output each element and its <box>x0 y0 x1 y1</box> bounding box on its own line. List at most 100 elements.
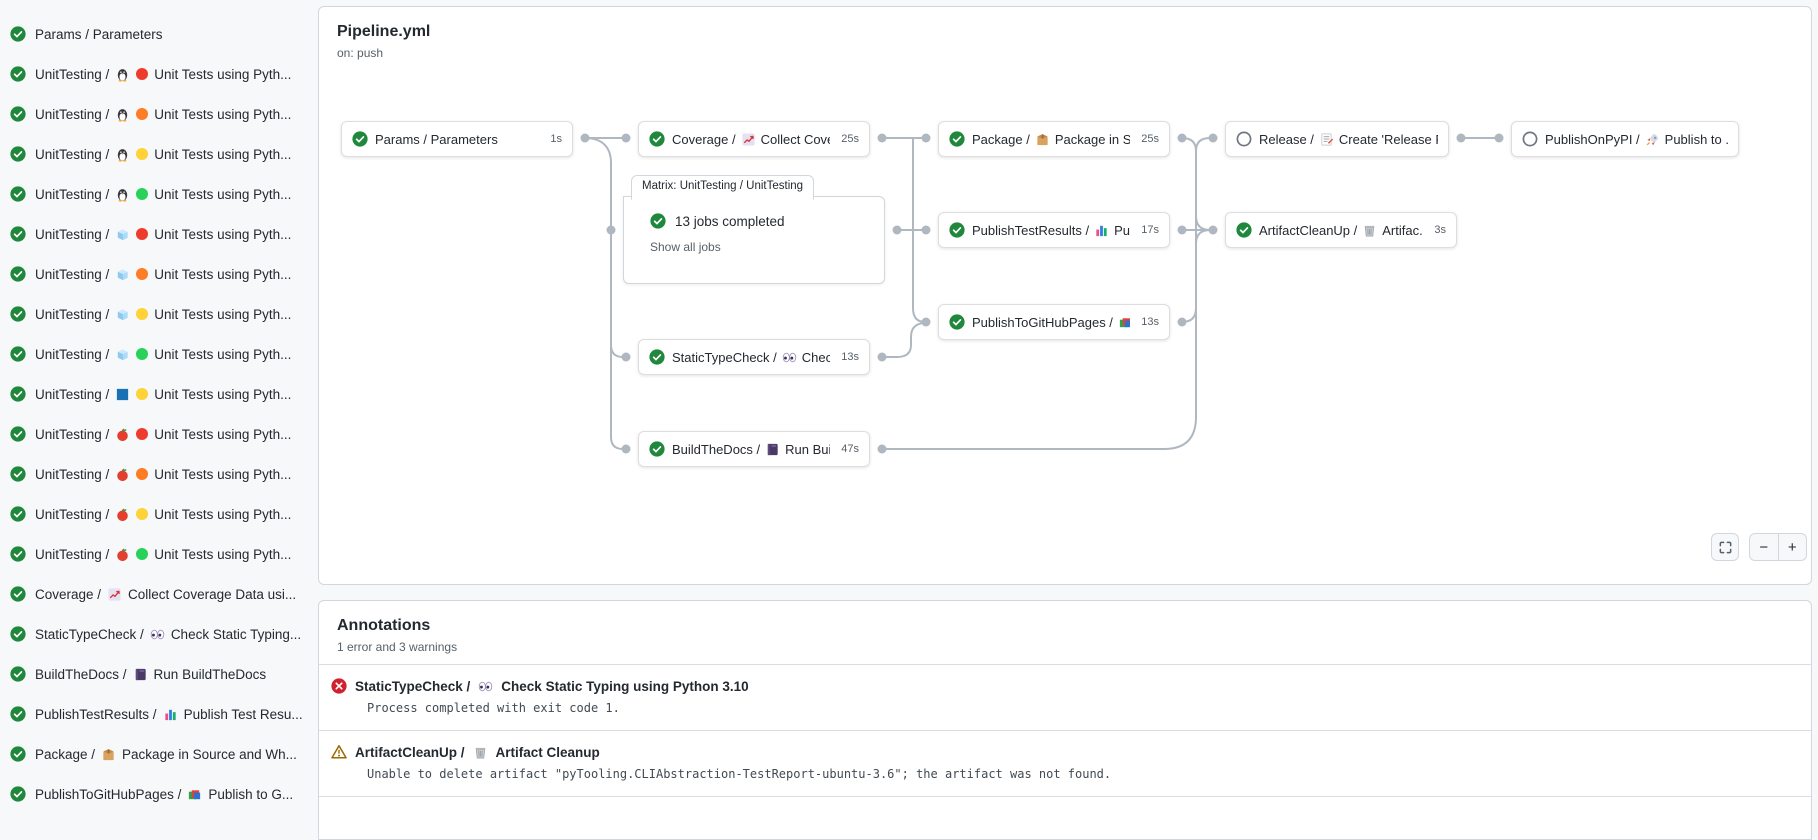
sidebar-job-item[interactable]: UnitTesting /Unit Tests using Pyth... <box>0 534 318 574</box>
apple-icon <box>115 507 130 522</box>
zoom-out-button[interactable]: − <box>1750 534 1779 560</box>
sidebar-job-item[interactable]: UnitTesting /Unit Tests using Pyth... <box>0 414 318 454</box>
sidebar-job-item[interactable]: UnitTesting /Unit Tests using Pyth... <box>0 294 318 334</box>
sidebar-job-item[interactable]: BuildTheDocs / Run BuildTheDocs <box>0 654 318 694</box>
sidebar-job-item[interactable]: UnitTesting /Unit Tests using Pyth... <box>0 134 318 174</box>
penguin-icon <box>115 67 130 82</box>
sidebar-job-item[interactable]: UnitTesting /Unit Tests using Pyth... <box>0 374 318 414</box>
graph-node-buildthedocs[interactable]: BuildTheDocs /Run Buil... 47s <box>638 431 870 467</box>
job-title: Unit Tests using Pyth... <box>154 67 291 82</box>
python-version-dot <box>136 148 148 160</box>
success-icon <box>10 546 26 562</box>
annotation-title: Artifact Cleanup <box>496 745 600 760</box>
job-name: UnitTesting / <box>35 107 109 122</box>
graph-node-publishonpypi[interactable]: PublishOnPyPI /Publish to ... <box>1511 121 1739 157</box>
graph-node-artifactcleanup[interactable]: ArtifactCleanUp /Artifac... 3s <box>1225 212 1457 248</box>
sidebar-job-item[interactable]: PublishTestResults /Publish Test Resu... <box>0 694 318 734</box>
apple-icon <box>115 427 130 442</box>
book-icon <box>765 442 780 457</box>
annotation-job: ArtifactCleanUp / <box>355 745 465 760</box>
sidebar-job-item[interactable]: Params / Parameters <box>0 14 318 54</box>
python-version-dot <box>136 508 148 520</box>
duration: 13s <box>837 351 859 363</box>
success-icon <box>650 213 666 229</box>
show-all-jobs-link[interactable]: Show all jobs <box>650 240 884 254</box>
matrix-tab-label: Matrix: UnitTesting / UnitTesting <box>631 175 814 200</box>
job-name: UnitTesting / <box>35 267 109 282</box>
success-icon <box>10 146 26 162</box>
job-title: Unit Tests using Pyth... <box>154 147 291 162</box>
eyes-icon <box>782 350 797 365</box>
success-icon <box>949 314 965 330</box>
bar-chart-icon <box>1094 223 1109 238</box>
job-name: UnitTesting / <box>35 307 109 322</box>
graph-node-release[interactable]: Release /Create 'Release P... <box>1225 121 1449 157</box>
success-icon <box>10 186 26 202</box>
graph-node-coverage[interactable]: Coverage /Collect Cove... 25s <box>638 121 870 157</box>
job-title: Check Static Typing... <box>171 627 301 642</box>
job-title: Unit Tests using Pyth... <box>154 227 291 242</box>
annotation-warning-row[interactable]: ArtifactCleanUp / Artifact Cleanup Unabl… <box>319 731 1811 797</box>
sidebar-job-item[interactable]: UnitTesting / Unit Tests using Pyth... <box>0 254 318 294</box>
warning-icon <box>331 744 347 760</box>
job-name: PublishToGitHubPages / <box>35 787 181 802</box>
annotations-summary: 1 error and 3 warnings <box>337 640 1793 654</box>
graph-node-statictypecheck[interactable]: StaticTypeCheck /Chec... 13s <box>638 339 870 375</box>
matrix-jobs-status: 13 jobs completed <box>675 214 785 229</box>
job-title: Unit Tests using Pyth... <box>154 347 291 362</box>
job-name: UnitTesting / <box>35 227 109 242</box>
blue-square-icon <box>115 387 130 402</box>
sidebar-job-item[interactable]: StaticTypeCheck / Check Static Typing... <box>0 614 318 654</box>
sidebar-job-item[interactable]: UnitTesting /Unit Tests using Pyth... <box>0 174 318 214</box>
job-title: Unit Tests using Pyth... <box>154 267 291 282</box>
sidebar-job-item[interactable]: UnitTesting /Unit Tests using Pyth... <box>0 454 318 494</box>
success-icon <box>10 266 26 282</box>
sidebar-job-item[interactable]: UnitTesting /Unit Tests using Pyth... <box>0 54 318 94</box>
success-icon <box>649 349 665 365</box>
zoom-controls: − + <box>1749 533 1807 561</box>
job-title: Collect Coverage Data usi... <box>128 587 296 602</box>
sidebar-job-item[interactable]: PublishToGitHubPages /Publish to G... <box>0 774 318 814</box>
job-title: Unit Tests using Pyth... <box>154 427 291 442</box>
trash-icon <box>473 745 488 760</box>
python-version-dot <box>136 188 148 200</box>
layered-pages-icon <box>1118 315 1130 330</box>
job-name: PublishTestResults / <box>35 707 157 722</box>
job-name: UnitTesting / <box>35 187 109 202</box>
python-version-dot <box>136 428 148 440</box>
job-name: Package / <box>35 747 95 762</box>
annotation-message: Process completed with exit code 1. <box>367 701 1793 715</box>
job-name: BuildTheDocs / <box>35 667 127 682</box>
annotation-error-row[interactable]: StaticTypeCheck / Check Static Typing us… <box>319 665 1811 731</box>
sidebar-job-item[interactable]: UnitTesting /Unit Tests using Pyth... <box>0 334 318 374</box>
graph-node-publishtestresults[interactable]: PublishTestResults /Pu... 17s <box>938 212 1170 248</box>
sidebar-job-item[interactable]: UnitTesting / Unit Tests using Pyth... <box>0 214 318 254</box>
job-name: StaticTypeCheck / <box>35 627 144 642</box>
sidebar-job-item[interactable]: Package /Package in Source and Wh... <box>0 734 318 774</box>
success-icon <box>10 226 26 242</box>
annotation-job: StaticTypeCheck / <box>355 679 470 694</box>
graph-node-params[interactable]: Params / Parameters 1s <box>341 121 573 157</box>
success-icon <box>10 746 26 762</box>
success-icon <box>10 306 26 322</box>
graph-node-publishtogithubpages[interactable]: PublishToGitHubPages /... 13s <box>938 304 1170 340</box>
penguin-icon <box>115 107 130 122</box>
python-version-dot <box>136 108 148 120</box>
graph-node-package[interactable]: Package /Package in So... 25s <box>938 121 1170 157</box>
job-title: Run BuildTheDocs <box>154 667 267 682</box>
sidebar-job-item[interactable]: UnitTesting /Unit Tests using Pyth... <box>0 494 318 534</box>
sidebar-job-item[interactable]: Coverage /Collect Coverage Data usi... <box>0 574 318 614</box>
graph-edges <box>319 7 1811 584</box>
matrix-group-box[interactable]: 13 jobs completed Show all jobs <box>623 196 885 284</box>
book-icon <box>133 667 148 682</box>
job-title: Unit Tests using Pyth... <box>154 467 291 482</box>
python-version-dot <box>136 388 148 400</box>
skipped-icon <box>1236 131 1252 147</box>
python-version-dot <box>136 308 148 320</box>
sidebar-job-item[interactable]: UnitTesting / Unit Tests using Pyth... <box>0 94 318 134</box>
duration: 13s <box>1137 316 1159 328</box>
job-title: Unit Tests using Pyth... <box>154 507 291 522</box>
fullscreen-button[interactable] <box>1711 533 1739 561</box>
job-title: Unit Tests using Pyth... <box>154 107 291 122</box>
zoom-in-button[interactable]: + <box>1779 534 1807 560</box>
